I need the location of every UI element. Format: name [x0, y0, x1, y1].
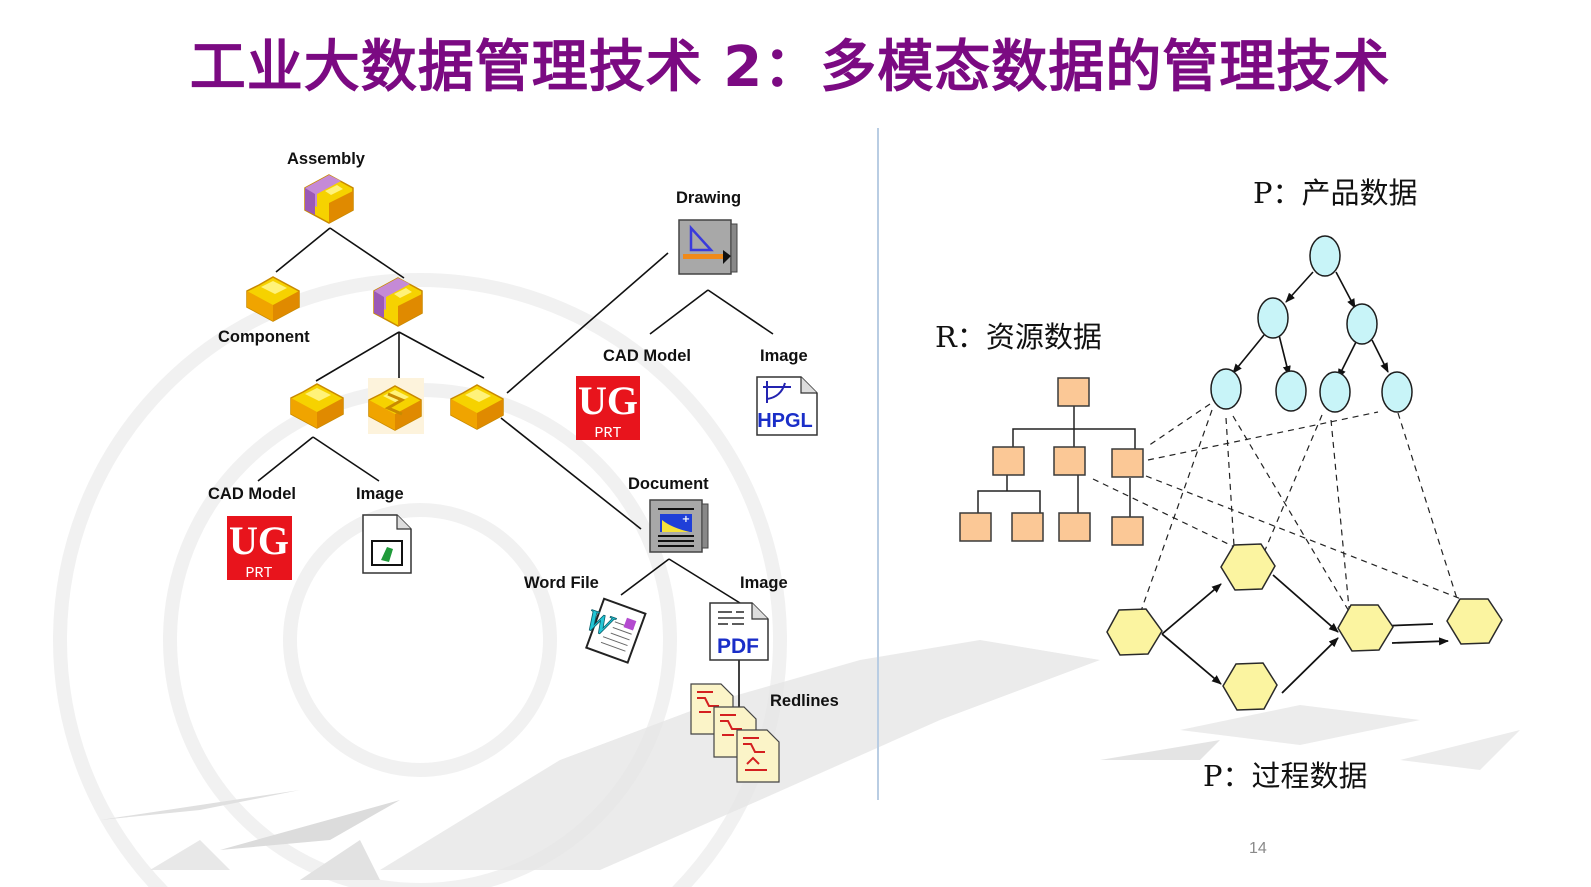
svg-text:HPGL: HPGL	[757, 410, 813, 432]
product-node	[1210, 368, 1242, 410]
process-node	[1106, 608, 1163, 656]
slide-title: 工业大数据管理技术 2：多模态数据的管理技术	[189, 35, 1391, 100]
product-node	[1309, 235, 1341, 277]
process-node	[1337, 604, 1394, 652]
svg-text:+: +	[682, 514, 690, 525]
label-cad-model: CAD Model	[603, 347, 691, 365]
label-product-data: P：产品数据	[1253, 176, 1418, 210]
process-node	[1446, 598, 1503, 645]
product-node	[1257, 297, 1289, 339]
label-component: Component	[218, 328, 310, 346]
ug-prt-icon: UG PRT	[576, 376, 640, 442]
image-file-icon	[362, 514, 412, 574]
product-node	[1275, 370, 1307, 412]
product-node	[1381, 371, 1413, 413]
resource-node	[1053, 446, 1086, 476]
svg-text:UG: UG	[578, 378, 638, 423]
resource-node	[1058, 512, 1091, 542]
resource-node	[1111, 516, 1144, 546]
ug-prt-icon: UG PRT	[227, 516, 292, 582]
label-image: Image	[740, 574, 788, 592]
cross-links	[1092, 403, 1475, 614]
process-node	[1220, 543, 1276, 591]
vertical-divider	[877, 128, 879, 800]
drawing-icon	[678, 219, 738, 275]
label-redlines: Redlines	[770, 692, 839, 710]
resource-node	[1111, 448, 1144, 478]
word-file-icon: W	[580, 597, 647, 664]
svg-text:PRT: PRT	[594, 425, 621, 442]
redlines-icon	[690, 683, 780, 783]
resource-node	[959, 512, 992, 542]
svg-text:PRT: PRT	[245, 565, 272, 582]
label-resource-data: R：资源数据	[935, 320, 1102, 354]
resource-node	[1011, 512, 1044, 542]
product-node	[1319, 371, 1351, 413]
pdf-file-icon: PDF	[709, 602, 769, 661]
svg-text:PDF: PDF	[717, 635, 759, 658]
product-node	[1346, 303, 1378, 345]
label-assembly: Assembly	[287, 150, 365, 168]
hpgl-file-icon: HPGL	[756, 376, 818, 436]
label-image: Image	[760, 347, 808, 365]
resource-node	[992, 446, 1025, 476]
document-icon: +	[649, 499, 709, 553]
label-word-file: Word File	[524, 574, 599, 592]
label-cad-model: CAD Model	[208, 485, 296, 503]
resource-node	[1057, 377, 1090, 407]
label-document: Document	[628, 475, 709, 493]
label-drawing: Drawing	[676, 189, 742, 207]
process-node	[1222, 662, 1278, 711]
spring-part-icon	[368, 378, 424, 434]
page-number: 14	[1249, 840, 1267, 857]
label-process-data: P：过程数据	[1203, 759, 1368, 793]
svg-text:UG: UG	[229, 518, 289, 563]
label-image: Image	[356, 485, 404, 503]
